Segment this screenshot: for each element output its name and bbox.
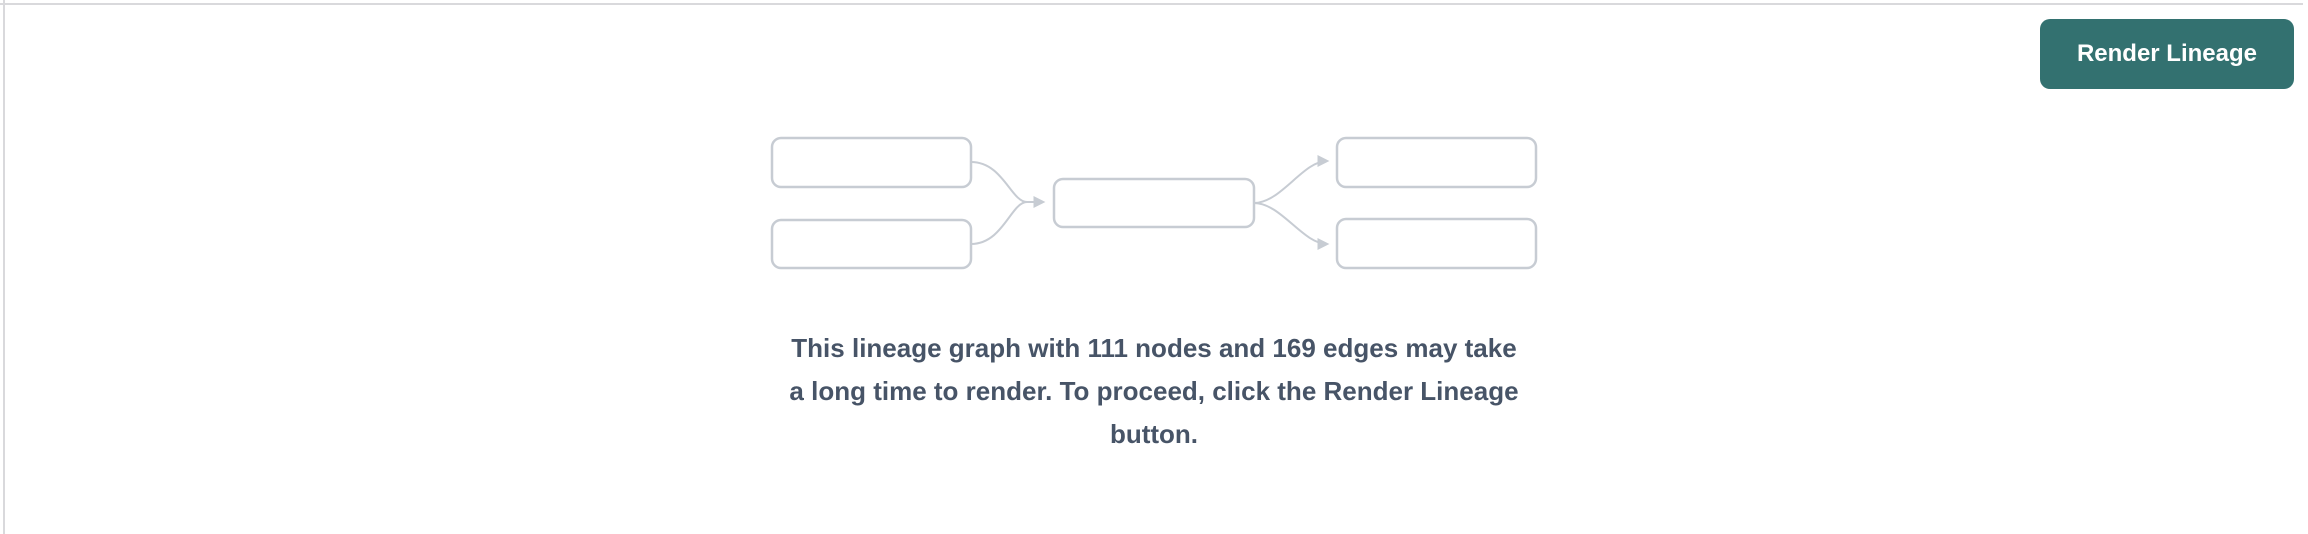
illustration-node-downstream-bottom [1335, 217, 1538, 270]
render-warning-message: This lineage graph with 111 nodes and 16… [789, 327, 1518, 456]
illustration-node-center [1052, 177, 1256, 229]
message-line: a long time to render. To proceed, click… [789, 376, 1519, 406]
message-line: button. [1109, 419, 1199, 449]
illustration-node-downstream-top [1335, 136, 1538, 189]
render-lineage-button[interactable]: Render Lineage [2039, 19, 2294, 89]
pane-top-border [0, 3, 2303, 5]
lineage-graph-illustration [770, 136, 1538, 270]
illustration-node-upstream-bottom [770, 218, 973, 270]
lineage-empty-state: This lineage graph with 111 nodes and 16… [759, 115, 1549, 456]
pane-left-border [3, 0, 5, 534]
illustration-edge-downstream-top [1253, 155, 1330, 204]
message-line: This lineage graph with 111 nodes and 16… [791, 333, 1517, 363]
illustration-edge-downstream-bottom [1253, 202, 1330, 250]
illustration-edge-upstream-top [970, 161, 1046, 208]
illustration-node-upstream-top [770, 136, 973, 189]
illustration-edge-upstream-bottom [970, 201, 1028, 245]
